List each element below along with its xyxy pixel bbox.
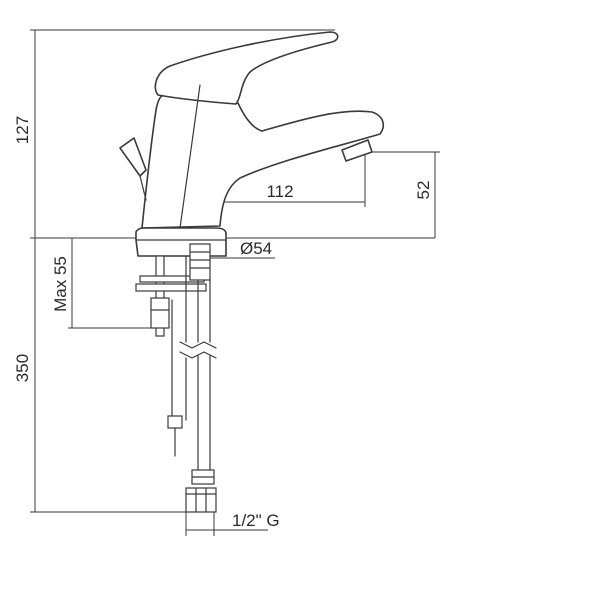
base-flange xyxy=(135,227,227,257)
popup-knob xyxy=(119,137,147,177)
lever-handle xyxy=(154,31,339,105)
flexible-hoses xyxy=(167,243,217,513)
hose-nut-bottom xyxy=(185,487,217,513)
faucet-column-and-spout xyxy=(141,94,385,229)
label-height-hoses: 350 xyxy=(13,354,32,382)
hose-break-bottom xyxy=(179,351,217,359)
popup-rod-top xyxy=(139,175,147,201)
label-base-diameter: Ø54 xyxy=(240,239,272,258)
hose-break-top xyxy=(179,341,217,349)
fixing-nut xyxy=(150,297,170,329)
threaded-stud xyxy=(155,255,165,337)
label-height-total: 127 xyxy=(13,116,32,144)
label-spout-height: 52 xyxy=(414,181,433,200)
mounting-assembly xyxy=(135,255,207,337)
body-axis-line xyxy=(179,84,201,229)
popup-rod-clamp xyxy=(167,415,183,429)
label-spout-reach: 112 xyxy=(266,182,293,201)
label-thread: 1/2" G xyxy=(232,511,280,530)
hose-connector-top xyxy=(189,243,211,281)
faucet-body xyxy=(119,31,385,257)
label-max-thickness: Max 55 xyxy=(51,256,70,312)
aerator xyxy=(341,139,373,162)
fixing-plate xyxy=(135,283,207,292)
